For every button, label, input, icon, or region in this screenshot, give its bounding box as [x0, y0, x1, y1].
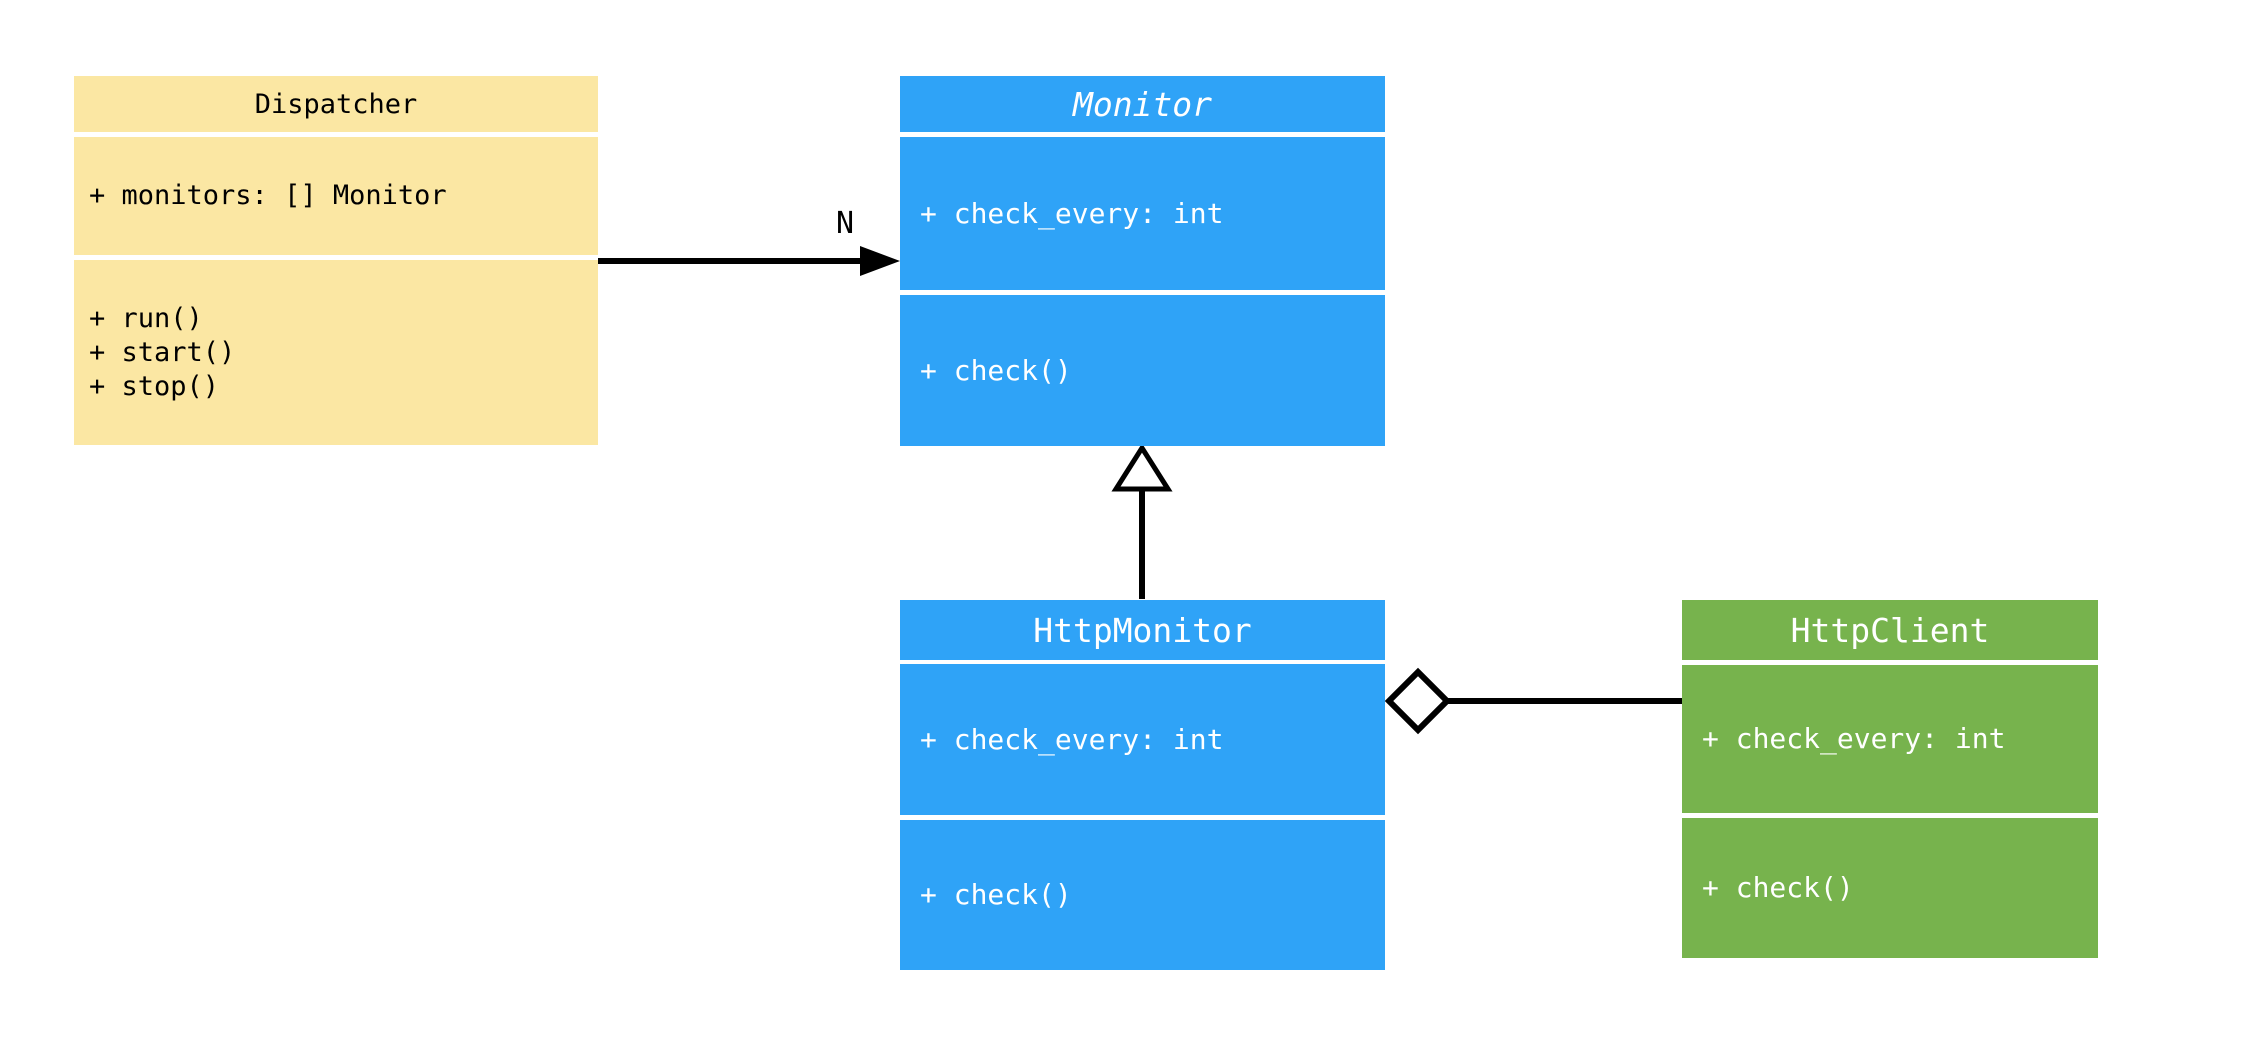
aggregation-diamond-icon	[1384, 667, 1452, 735]
attribute-item: + check_every: int	[920, 196, 1224, 230]
aggregation-httpmonitor-httpclient	[1384, 667, 1682, 735]
attributes-compartment: + check_every: int	[900, 137, 1385, 290]
class-title: HttpClient	[1682, 600, 2098, 660]
method-item: + check()	[920, 878, 1072, 911]
inheritance-triangle-icon	[1111, 443, 1173, 492]
attribute-item: + monitors: [] Monitor	[89, 180, 447, 211]
attributes-compartment: + check_every: int	[1682, 665, 2098, 813]
arrowhead-icon	[860, 246, 900, 276]
class-monitor: Monitor + check_every: int + check()	[900, 76, 1385, 446]
method-item: + check()	[920, 353, 1072, 387]
association-dispatcher-monitor	[598, 246, 900, 276]
class-title: Monitor	[900, 76, 1385, 132]
class-title: HttpMonitor	[900, 600, 1385, 660]
methods-compartment: + run() + start() + stop()	[74, 260, 598, 445]
methods-compartment: + check()	[900, 820, 1385, 970]
class-httpclient: HttpClient + check_every: int + check()	[1682, 600, 2098, 958]
inheritance-httpmonitor-monitor	[1111, 443, 1173, 599]
attribute-item: + check_every: int	[1702, 722, 2006, 755]
method-item: + run()	[89, 302, 203, 334]
multiplicity-label: N	[835, 206, 855, 241]
method-item: + check()	[1702, 871, 1854, 904]
class-title: Dispatcher	[74, 76, 598, 132]
method-item: + stop()	[89, 370, 220, 402]
attributes-compartment: + check_every: int	[900, 664, 1385, 815]
methods-compartment: + check()	[1682, 818, 2098, 958]
methods-compartment: + check()	[900, 295, 1385, 446]
class-httpmonitor: HttpMonitor + check_every: int + check()	[900, 600, 1385, 970]
method-item: + start()	[89, 336, 236, 368]
attributes-compartment: + monitors: [] Monitor	[74, 137, 598, 255]
class-dispatcher: Dispatcher + monitors: [] Monitor + run(…	[74, 76, 598, 445]
attribute-item: + check_every: int	[920, 722, 1224, 756]
